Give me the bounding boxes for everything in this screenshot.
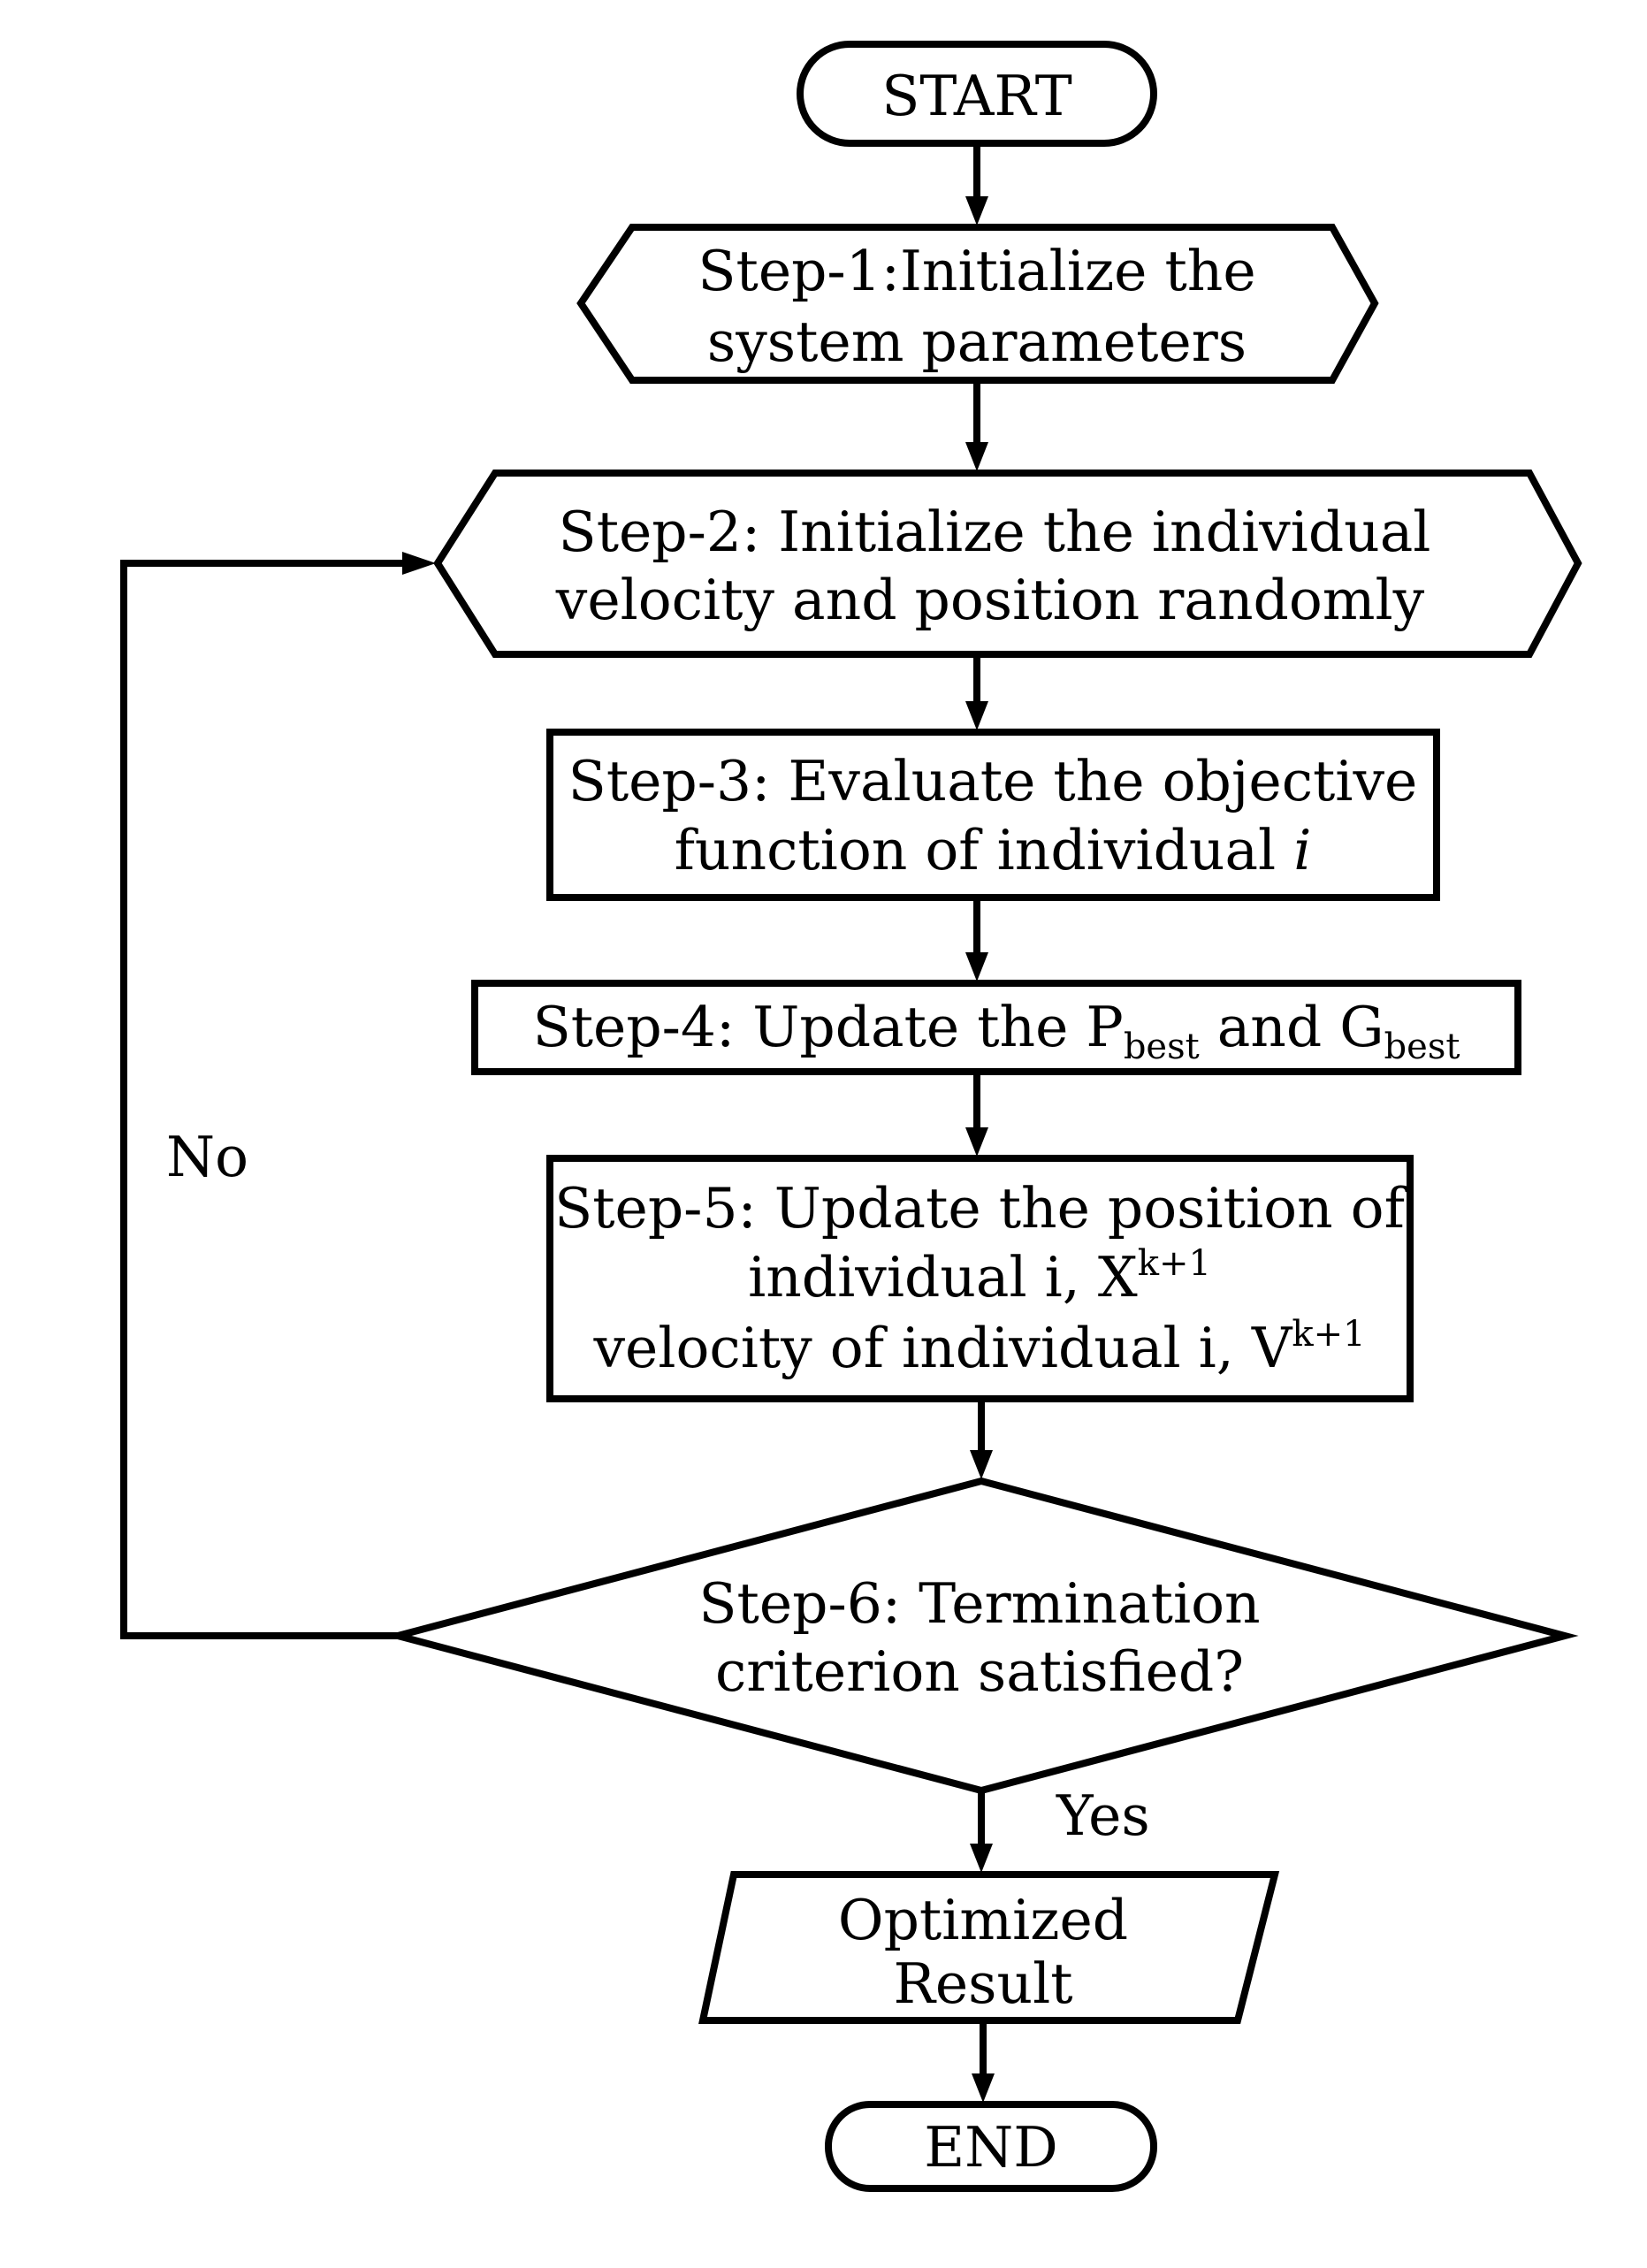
step3-line2-variable: i [1293,818,1311,882]
result-node: Optimized Result [698,1871,1280,2024]
step5-line2: individual i, Xk+1 [748,1243,1211,1310]
step2-line1: Step-2: Initialize the individual [559,500,1431,564]
step2-node: Step-2: Initialize the individual veloci… [433,470,1582,658]
step5-x-main: X [1098,1245,1138,1310]
step5-x-superscript: k+1 [1138,1243,1211,1284]
step1-line1: Step-1:Initialize the [698,239,1255,303]
step1-line2: system parameters [707,309,1247,374]
step5-line1: Step-5: Update the position of [554,1176,1409,1241]
step3-line2-text: function of individual [675,818,1294,882]
connector-step3-step4 [965,897,988,981]
pbest-subscript: best [1124,1027,1200,1067]
step3-line1: Step-3: Evaluate the objective [568,749,1418,813]
step3-node: Step-3: Evaluate the objective function … [546,729,1440,901]
step5-line3: velocity of individual i, Vk+1 [592,1314,1365,1380]
connector-no-loop [120,552,436,1639]
no-label: No [166,1125,248,1189]
step6-decision: Step-6: Termination criterion satisfied? [384,1477,1579,1795]
yes-label: Yes [1056,1783,1150,1848]
step3-line2: function of individual i [675,818,1312,882]
start-node: START [797,41,1157,147]
connector-step5-step6 [970,1399,993,1479]
gbest-subscript: best [1384,1027,1460,1067]
start-label: START [881,64,1072,128]
step4-prefix: Step-4: Update the [533,995,1087,1059]
step4-label: Step-4: Update the Pbest and Gbest [533,995,1460,1067]
step5-node: Step-5: Update the position of individua… [546,1155,1414,1402]
step2-line2: velocity and position randomly [555,568,1425,632]
step4-middle: and [1200,995,1340,1059]
step4-node: Step-4: Update the Pbest and Gbest [471,980,1521,1075]
pbest-main: P [1086,995,1123,1059]
result-line1: Optimized [838,1888,1128,1952]
step5-line3-text: velocity of individual i, [592,1316,1251,1380]
step6-line2: criterion satisfied? [715,1639,1244,1704]
end-label: END [924,2115,1058,2180]
connector-start-step1 [965,143,988,225]
step6-line1: Step-6: Termination [698,1571,1260,1636]
connector-result-end [972,2020,995,2103]
connector-step1-step2 [965,380,988,471]
end-node: END [825,2101,1157,2192]
step5-v-main: V [1251,1316,1293,1380]
result-line2: Result [893,1951,1072,2016]
step5-v-superscript: k+1 [1292,1314,1365,1355]
step5-line2-text: individual i, [748,1245,1098,1310]
gbest-main: G [1339,995,1384,1059]
connector-step4-step5 [965,1072,988,1157]
step1-node: Step-1:Initialize the system parameters [576,224,1379,384]
connector-step6-result [970,1791,993,1873]
connector-step2-step3 [965,654,988,730]
